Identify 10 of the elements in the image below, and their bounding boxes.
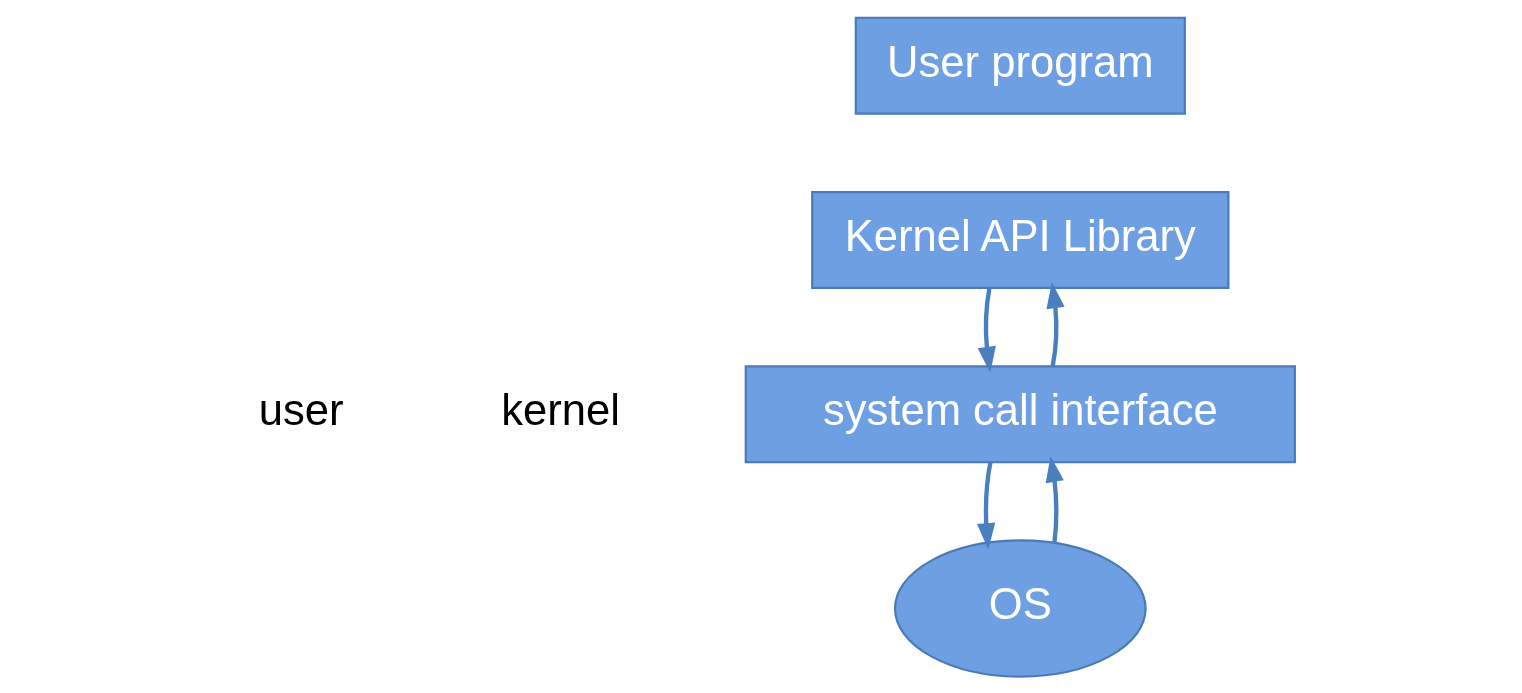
node-box: User program — [854, 16, 1186, 115]
label: kernel — [501, 385, 620, 434]
arrow — [977, 287, 996, 373]
arrow — [1046, 281, 1065, 367]
node-box: Kernel API Library — [811, 190, 1230, 289]
node-ellipse: OS — [893, 538, 1147, 678]
arrow — [1045, 455, 1064, 543]
label: user — [258, 385, 344, 434]
arrow — [977, 461, 996, 549]
node-box: system call interface — [744, 364, 1296, 463]
